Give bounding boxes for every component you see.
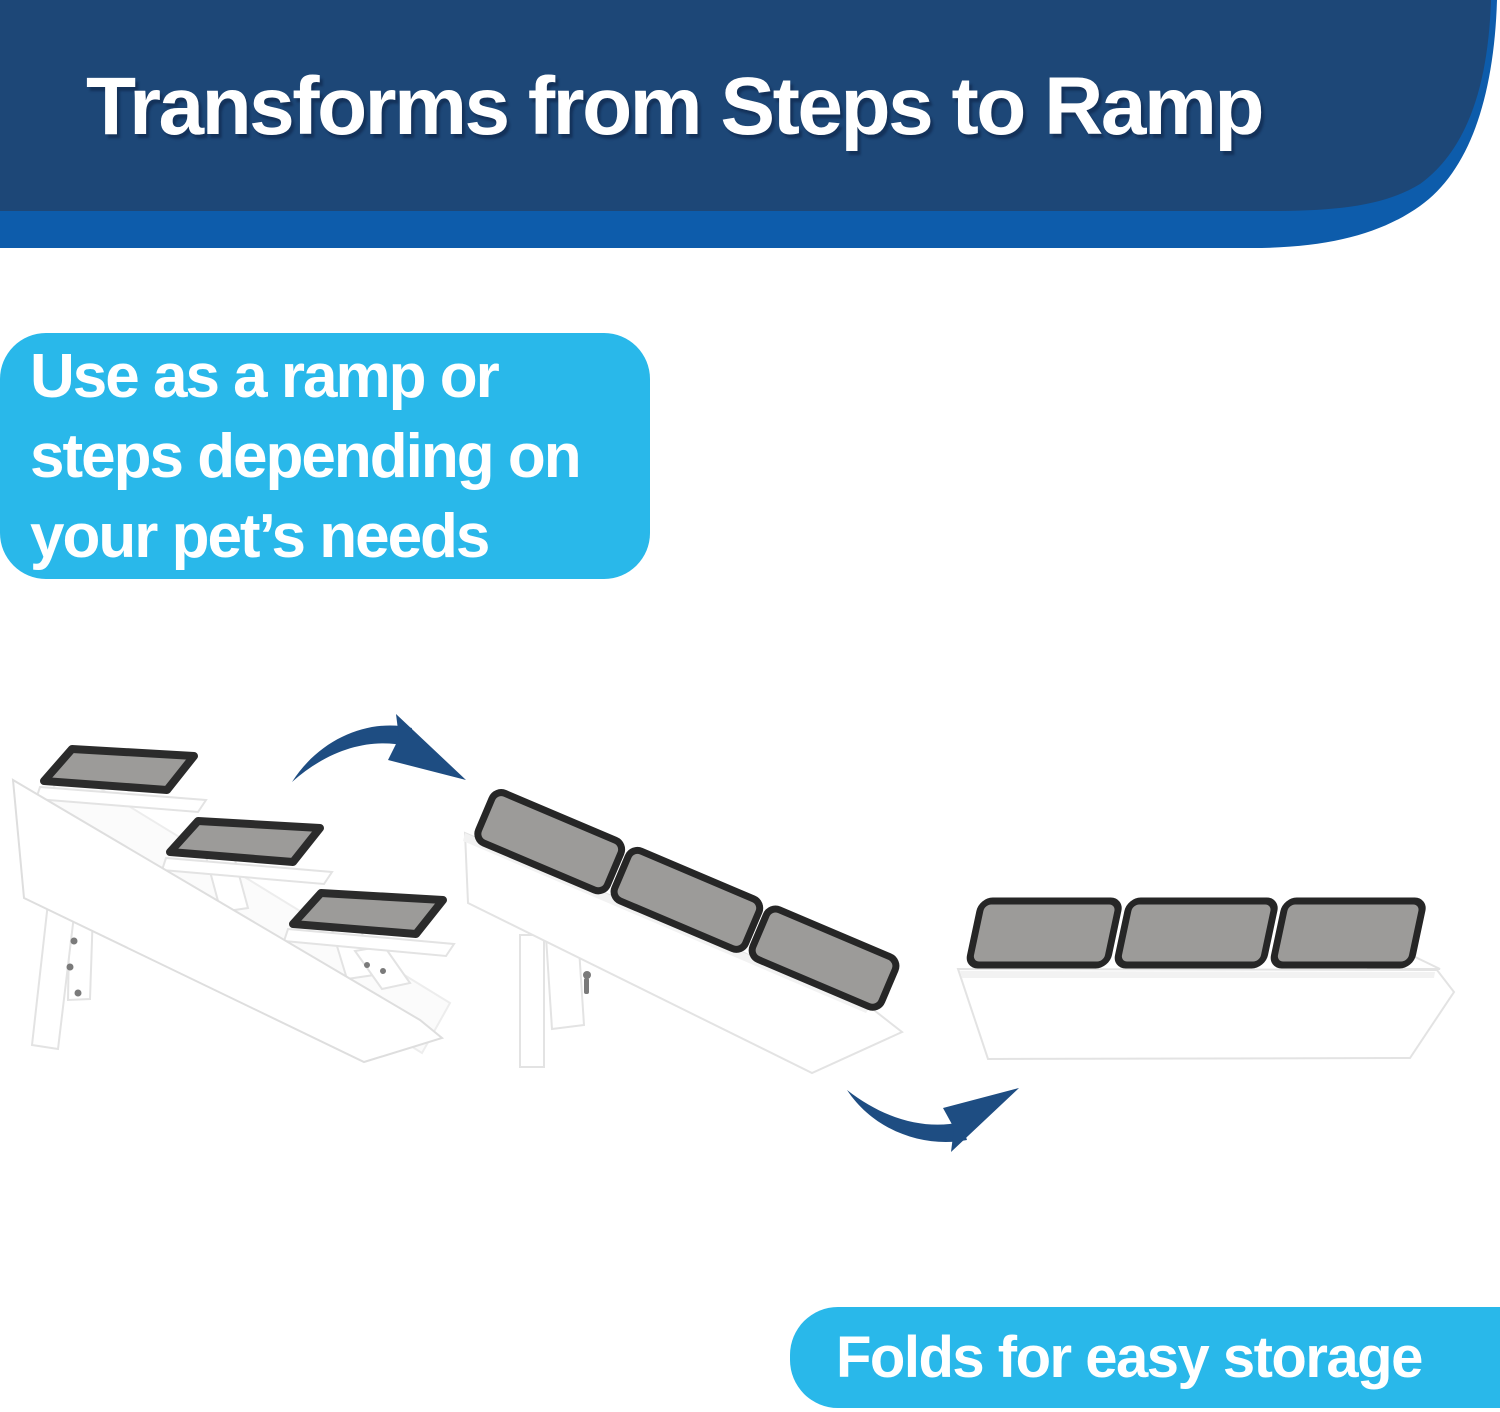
carpet-tread-middle [166, 817, 324, 866]
folded-top-bevel [960, 971, 1435, 978]
screw-detail [364, 962, 370, 968]
curved-arrow-body [847, 1090, 967, 1142]
ramp-leg [519, 934, 545, 1068]
callout-ramp-or-steps-line3: your pet’s needs [30, 502, 490, 571]
folded-configuration-image [948, 893, 1463, 1068]
page-title: Transforms from Steps to Ramp [86, 61, 1264, 152]
screw-detail [74, 989, 82, 997]
carpet-pad [1114, 897, 1278, 969]
callout-ramp-or-steps: Use as a ramp or steps depending on your… [0, 333, 650, 579]
carpet-tread-bottom [289, 889, 447, 938]
callout-ramp-or-steps-line2: steps depending on [30, 422, 582, 491]
header-banner [0, 0, 1497, 248]
steps-side-panel [11, 778, 445, 1064]
carpet-pad [474, 789, 626, 895]
tread-board [160, 856, 334, 886]
carpet-pad [1270, 897, 1426, 969]
folds-for-storage-arrow-icon [843, 1082, 1023, 1162]
callout-folds-for-storage-label: Folds for easy storage [836, 1325, 1423, 1390]
curved-arrow-body [292, 725, 412, 782]
ramp-carpet-pads [474, 789, 900, 1011]
screw-detail [380, 968, 386, 974]
carpet-pad [966, 897, 1122, 969]
curved-arrow-head [943, 1088, 1019, 1152]
curved-arrow-head [388, 714, 466, 780]
steps-to-ramp-arrow-icon [288, 698, 473, 790]
tread-board [282, 927, 456, 958]
steps-configuration-image [10, 705, 470, 1105]
carpet-tread-top [40, 745, 198, 794]
callout-folds-for-storage: Folds for easy storage [790, 1307, 1500, 1408]
screw-detail [70, 937, 78, 945]
carpet-pad [748, 905, 900, 1011]
latch-pin [583, 971, 591, 979]
folded-body [956, 967, 1456, 1061]
folded-carpet-pads [966, 897, 1426, 969]
callout-ramp-or-steps-line1: Use as a ramp or [30, 342, 500, 411]
latch-pin [584, 978, 589, 994]
header-banner-navy-layer [0, 0, 1491, 211]
carpet-pad [610, 846, 764, 953]
screw-detail [66, 963, 74, 971]
ramp-configuration-image [450, 785, 915, 1085]
